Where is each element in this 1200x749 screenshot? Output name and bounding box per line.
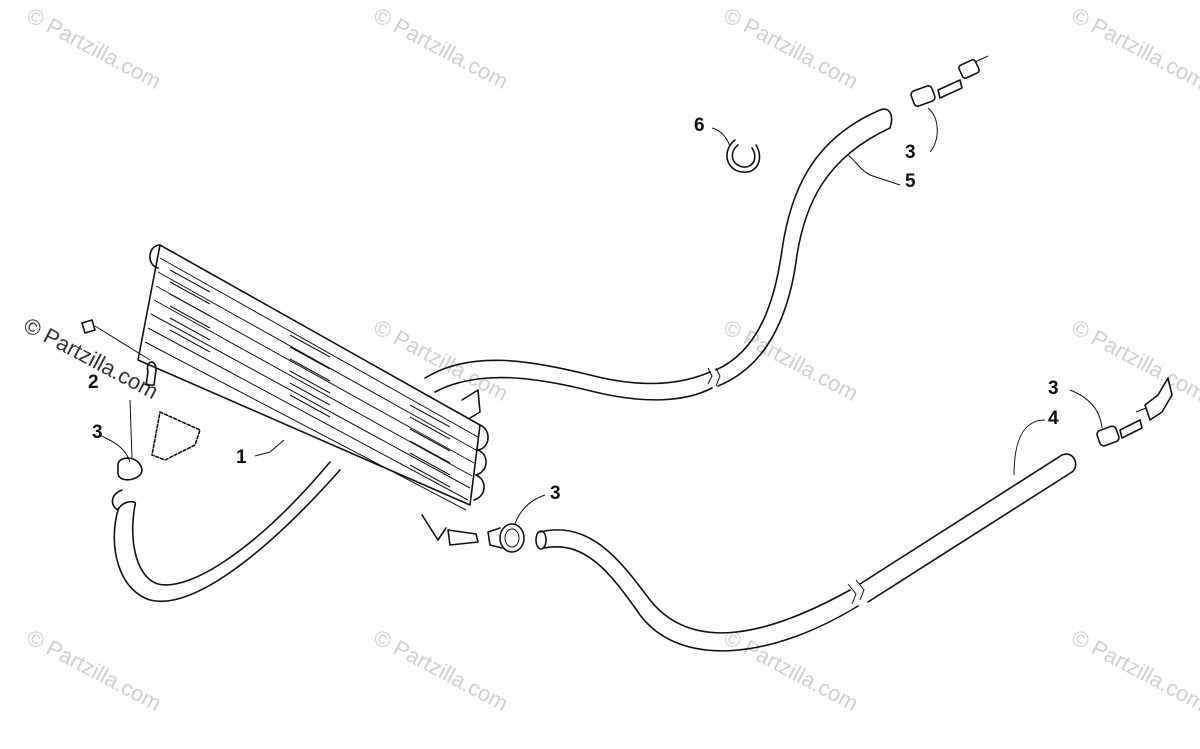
center-clamp xyxy=(487,523,525,553)
snap-ring xyxy=(726,139,761,173)
bolt-bracket xyxy=(81,319,201,461)
top-fitting xyxy=(910,55,989,107)
lower-left-hose xyxy=(111,457,341,602)
callout-labels: 1 2 3 3 3 3 4 5 6 xyxy=(88,115,1059,504)
upper-hose xyxy=(424,108,893,401)
callout-3-center: 3 xyxy=(550,483,561,504)
lower-hose xyxy=(535,453,1077,652)
leader-lines xyxy=(99,107,1103,525)
watermark: © Partzilla.com xyxy=(23,2,166,94)
callout-4: 4 xyxy=(1048,408,1059,429)
oil-cooler xyxy=(137,244,489,546)
watermark: © Partzilla.com xyxy=(23,624,166,716)
watermark: © Partzilla.com xyxy=(1068,314,1200,406)
callout-3-left: 3 xyxy=(92,422,103,443)
watermark: © Partzilla.com xyxy=(1068,2,1200,94)
watermark: © Partzilla.com xyxy=(370,2,513,94)
right-fitting xyxy=(1096,377,1173,447)
callout-5: 5 xyxy=(905,171,916,192)
callout-1: 1 xyxy=(236,447,247,468)
callout-3-right: 3 xyxy=(1048,378,1059,399)
callout-3-top: 3 xyxy=(905,142,916,163)
watermark: © Partzilla.com xyxy=(720,314,863,406)
watermark: © Partzilla.com xyxy=(720,2,863,94)
callout-2: 2 xyxy=(88,372,99,393)
watermark-layer: © Partzilla.com © Partzilla.com © Partzi… xyxy=(20,2,1200,716)
watermark: © Partzilla.com xyxy=(370,624,513,716)
watermark: © Partzilla.com xyxy=(1068,624,1200,716)
callout-6: 6 xyxy=(694,115,705,136)
